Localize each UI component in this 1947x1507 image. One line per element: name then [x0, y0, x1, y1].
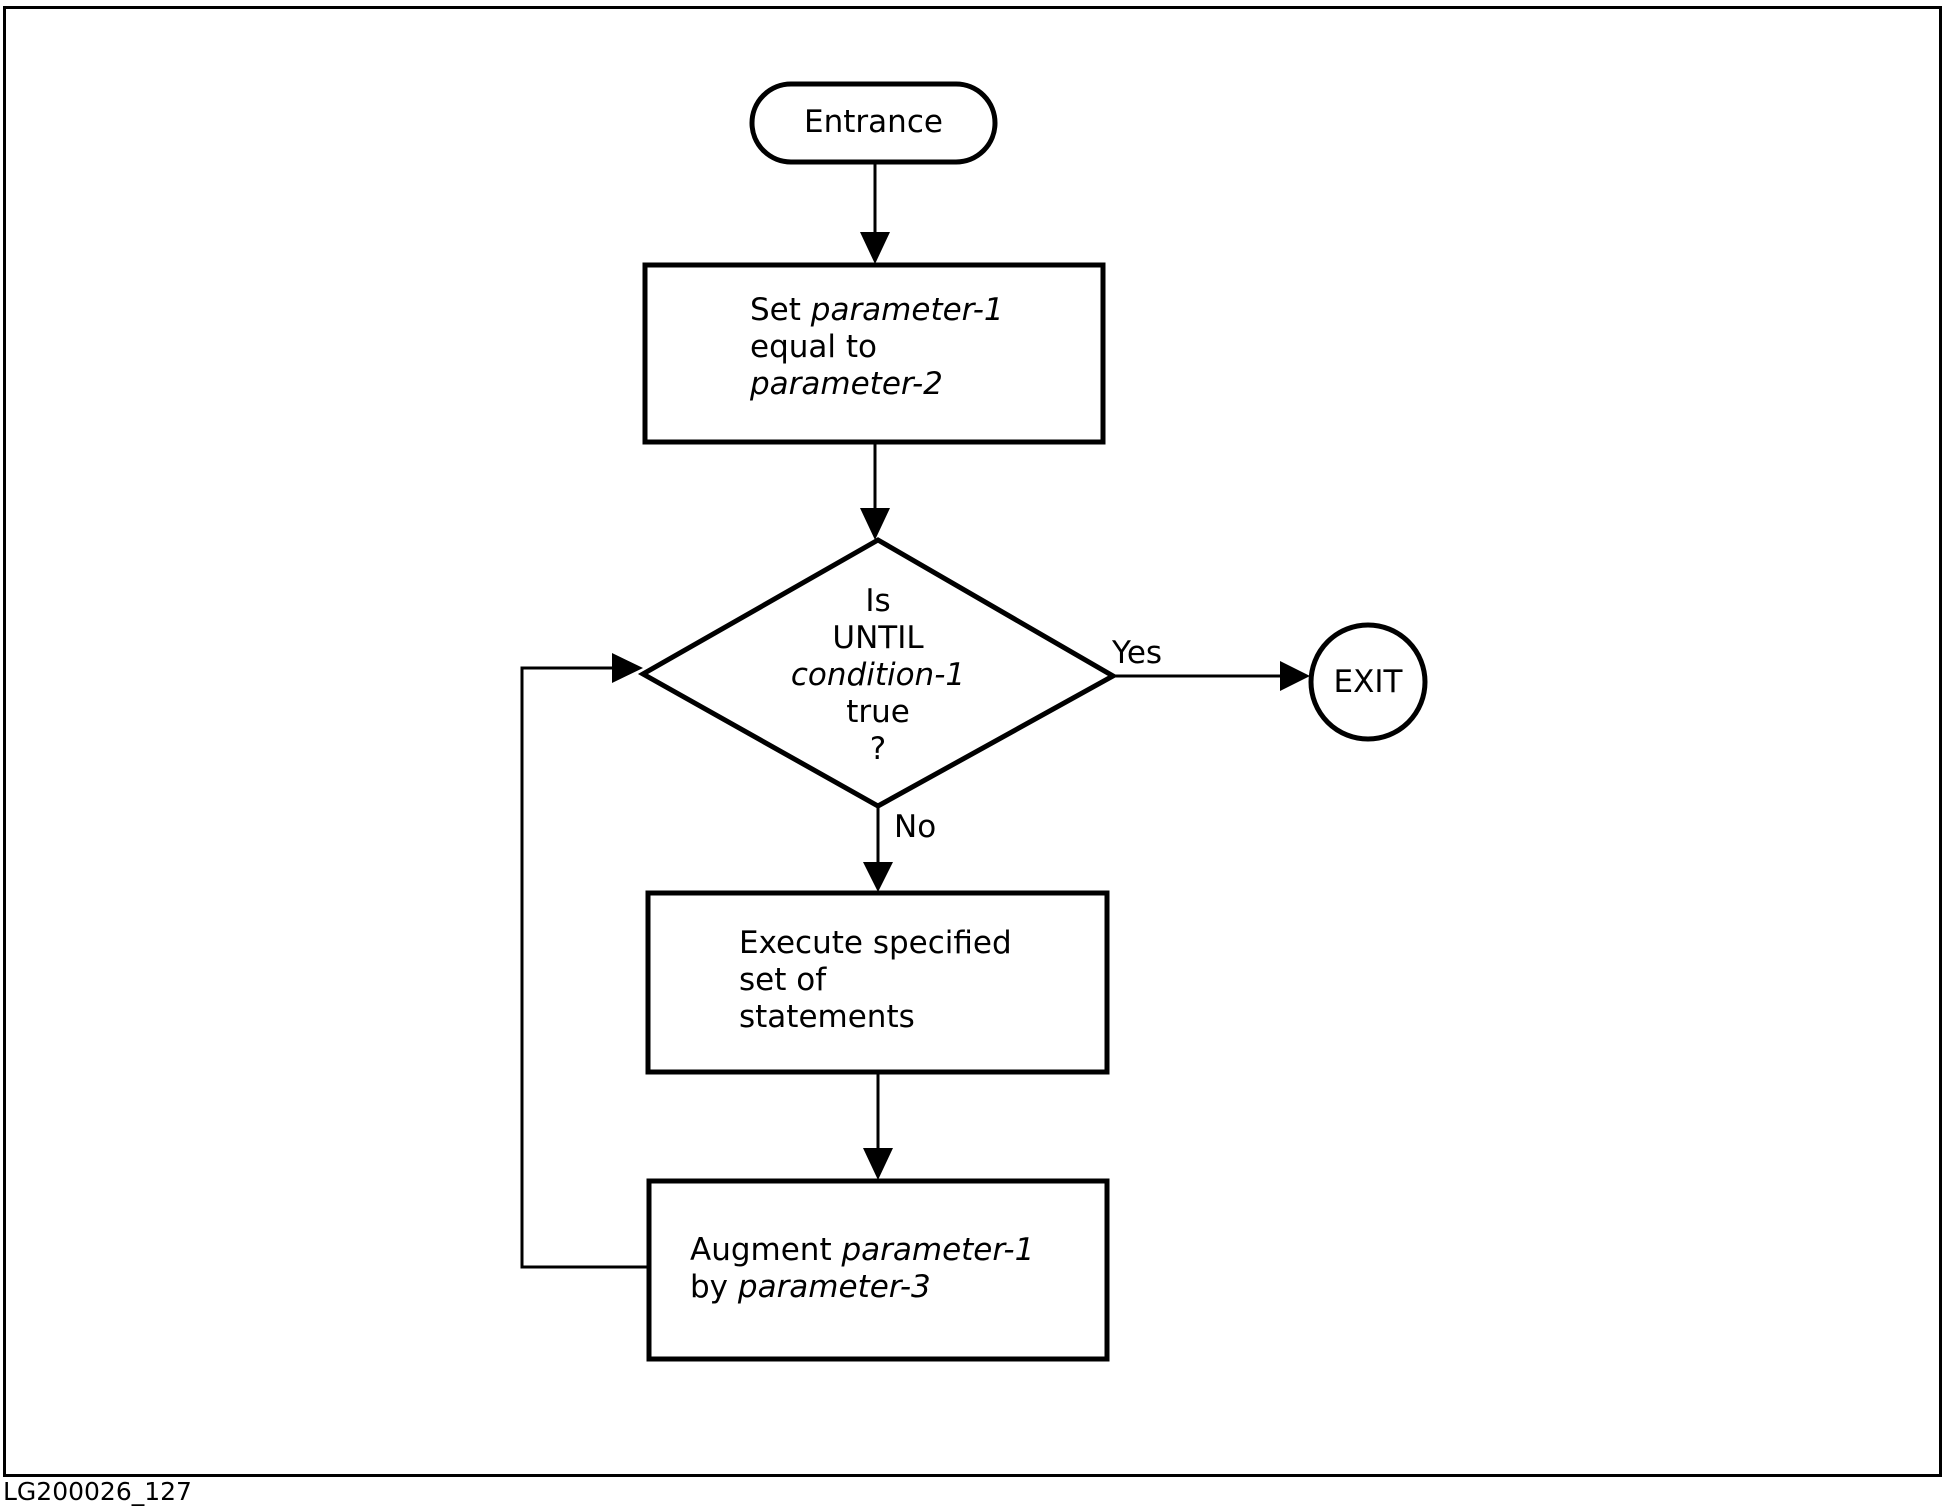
- arrowhead-into-decision: [860, 508, 890, 540]
- augment-box-line-1-italic: parameter-1: [841, 1232, 1035, 1268]
- set-box-line-1: Set parameter-1: [750, 292, 1004, 329]
- entrance-label: Entrance: [752, 104, 995, 141]
- augment-parameter-box: [646, 1178, 1110, 1362]
- execute-box-line-1: Execute specified: [739, 925, 1012, 961]
- augment-box-line-2-italic: parameter-3: [737, 1269, 931, 1305]
- set-parameter-box: [642, 262, 1106, 445]
- edge-loop-back: [520, 666, 649, 1269]
- decision-text: Is UNTIL condition-1 true ?: [728, 583, 1028, 768]
- exit-text: EXIT: [1333, 664, 1403, 700]
- decision-line-4: true: [846, 694, 910, 730]
- augment-box-line-1-plain: Augment: [690, 1232, 842, 1268]
- augment-box-line-2-plain: by: [690, 1269, 738, 1305]
- exit-connector: [1308, 622, 1428, 742]
- augment-box-line-1: Augment parameter-1: [690, 1232, 1034, 1269]
- set-box-text: Set parameter-1 equal to parameter-2: [750, 292, 1004, 403]
- arrowhead-into-exit: [1280, 661, 1310, 691]
- decision-line-3: condition-1: [790, 657, 966, 693]
- arrowhead-loop-into-decision: [612, 653, 643, 683]
- set-box-line-1-italic: parameter-1: [810, 292, 1004, 328]
- figure-frame: [3, 6, 1942, 1477]
- entrance-text: Entrance: [804, 104, 943, 140]
- yes-label: Yes: [1112, 635, 1163, 671]
- augment-box-text: Augment parameter-1 by parameter-3: [690, 1232, 1034, 1306]
- decision-line-2: UNTIL: [832, 620, 924, 656]
- execute-statements-box: [645, 890, 1110, 1075]
- arrowhead-into-set: [860, 232, 890, 264]
- set-box-line-1-plain: Set: [750, 292, 811, 328]
- arrowhead-into-execute: [863, 862, 893, 892]
- set-box-line-3: parameter-2: [750, 366, 943, 402]
- decision-line-5: ?: [869, 731, 887, 767]
- execute-box-line-3: statements: [739, 999, 915, 1035]
- no-label: No: [894, 809, 937, 845]
- decision-line-1: Is: [865, 583, 891, 619]
- augment-box-line-2: by parameter-3: [690, 1269, 1034, 1306]
- set-box-line-2: equal to: [750, 329, 877, 365]
- exit-label: EXIT: [1311, 664, 1425, 701]
- arrowhead-into-augment: [863, 1148, 893, 1180]
- figure-id: LG200026_127: [3, 1477, 192, 1506]
- execute-box-text: Execute specified set of statements: [739, 925, 1012, 1036]
- execute-box-line-2: set of: [739, 962, 827, 998]
